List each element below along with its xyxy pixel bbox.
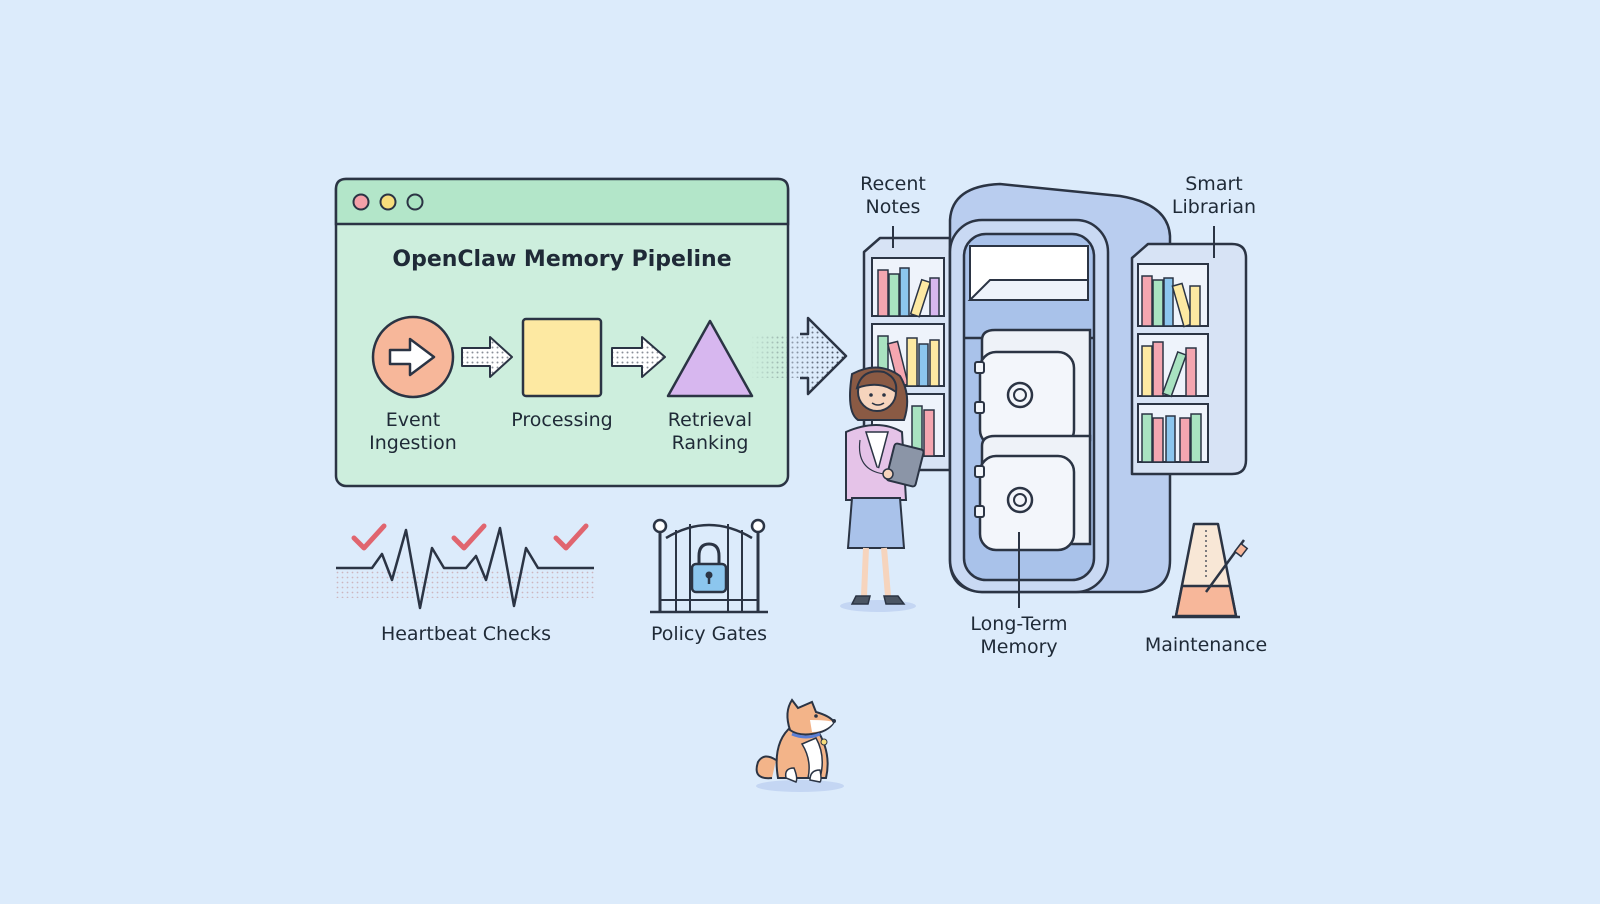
memory-safe-upper (974, 328, 1092, 448)
pipeline-title: OpenClaw Memory Pipeline (392, 247, 732, 272)
metronome-icon (1172, 522, 1249, 619)
policy-gates-label: Policy Gates (650, 623, 768, 645)
heartbeat-checks-label: Heartbeat Checks (380, 623, 552, 645)
maintenance-label: Maintenance (1144, 634, 1268, 656)
window-dot-yellow (379, 193, 397, 211)
pipeline-to-storage-arrow (752, 316, 848, 396)
event-ingestion-label: Event Ingestion (369, 409, 457, 454)
recent-notes-label: Recent Notes (860, 173, 926, 218)
long-term-memory-label: Long-Term Memory (970, 613, 1068, 658)
processing-node (521, 317, 603, 398)
librarian-figure (840, 366, 925, 612)
smart-librarian-label: Smart Librarian (1171, 173, 1257, 218)
check-icon (451, 523, 487, 551)
policy-gate (650, 518, 768, 614)
dog-mascot (755, 698, 844, 792)
long-term-memory-vault (948, 182, 1172, 594)
check-icon (351, 523, 387, 551)
heartbeat-checks (336, 523, 594, 610)
pipeline-window (334, 177, 790, 488)
event-ingestion-node (371, 315, 455, 399)
processing-label: Processing (511, 409, 613, 431)
check-icon (553, 523, 589, 551)
window-dot-green (406, 193, 424, 211)
memory-safe-lower (974, 434, 1092, 552)
arrow-right-icon (388, 337, 436, 377)
retrieval-ranking-label: Retrieval Ranking (667, 409, 753, 454)
window-dot-red (352, 193, 370, 211)
lock-icon (690, 542, 728, 594)
retrieval-ranking-node (666, 319, 754, 398)
smart-librarian-bookshelf (1130, 242, 1248, 476)
